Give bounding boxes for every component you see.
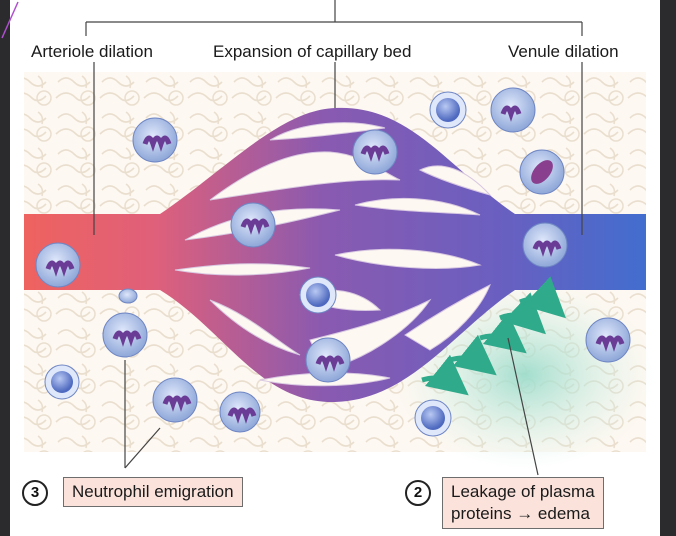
callout-box-plasma-leakage: Leakage of plasma proteins → edema — [442, 477, 604, 529]
microcirculation-diagram — [10, 0, 660, 536]
label-venule-dilation: Venule dilation — [508, 42, 619, 62]
callout-box-neutrophil-emigration: Neutrophil emigration — [63, 477, 243, 507]
diagram-panel: Arteriole dilation Expansion of capillar… — [10, 0, 660, 536]
callout-text-leakage-line1: Leakage of plasma — [451, 481, 595, 503]
callout-number-2: 2 — [405, 480, 431, 506]
slide-corner-decoration — [0, 0, 20, 40]
callout-number-3: 3 — [22, 480, 48, 506]
label-arteriole-dilation: Arteriole dilation — [31, 42, 153, 62]
callout-text-leakage-line2: proteins → edema — [451, 503, 595, 525]
label-capillary-expansion: Expansion of capillary bed — [213, 42, 411, 62]
callout-text-neutrophil-emigration: Neutrophil emigration — [72, 482, 234, 501]
